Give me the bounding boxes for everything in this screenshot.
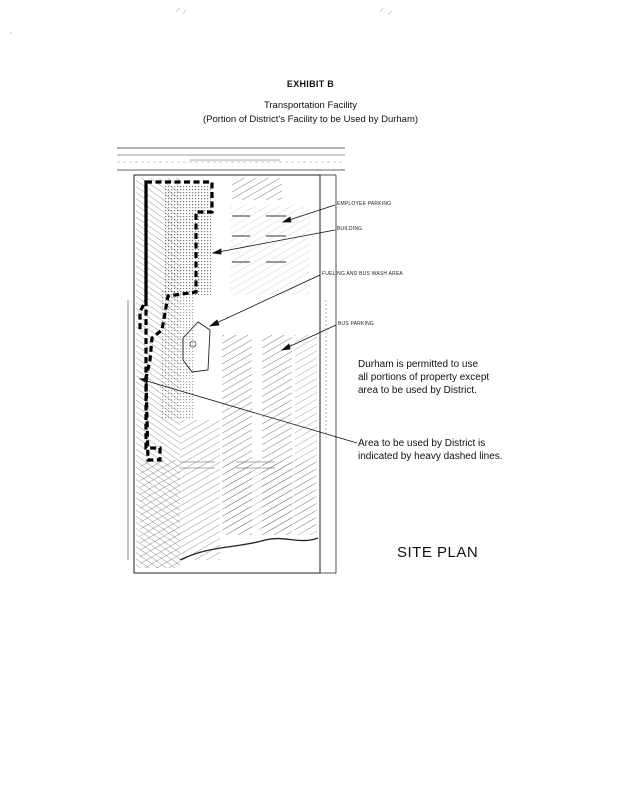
note-line: all portions of property except [358,372,490,383]
note-line: Durham is permitted to use [358,359,479,370]
bus-parking-label: BUS PARKING [338,321,375,327]
district-area-dashed-line [144,180,214,462]
district-area-leader [139,378,358,444]
facility-subtitle: (Portion of District's Facility to be Us… [202,114,419,125]
building-label: BUILDING [337,226,363,232]
building-block [165,185,211,295]
building-leader [212,229,336,254]
street [117,147,345,171]
note-line: Area to be used by District is [358,438,486,449]
exhibit-title: EXHIBIT B [286,79,335,89]
note-line: indicated by heavy dashed lines. [358,451,503,462]
site-plan-label: SITE PLAN [397,544,479,561]
district-area-note: Area to be used by District is indicated… [358,437,503,463]
durham-permission-note: Durham is permitted to use all portions … [358,358,489,397]
fueling-label: FUELING AND BUS WASH AREA [322,271,403,277]
fueling-area [182,321,211,373]
employee-parking-label: EMPLOYEE PARKING [337,201,392,207]
note-line: area to be used by District. [358,385,477,396]
employee-parking-leader [282,204,336,223]
bus-parking-leader [281,324,337,351]
facility-title: Transportation Facility [263,100,358,111]
fueling-leader [209,274,321,327]
